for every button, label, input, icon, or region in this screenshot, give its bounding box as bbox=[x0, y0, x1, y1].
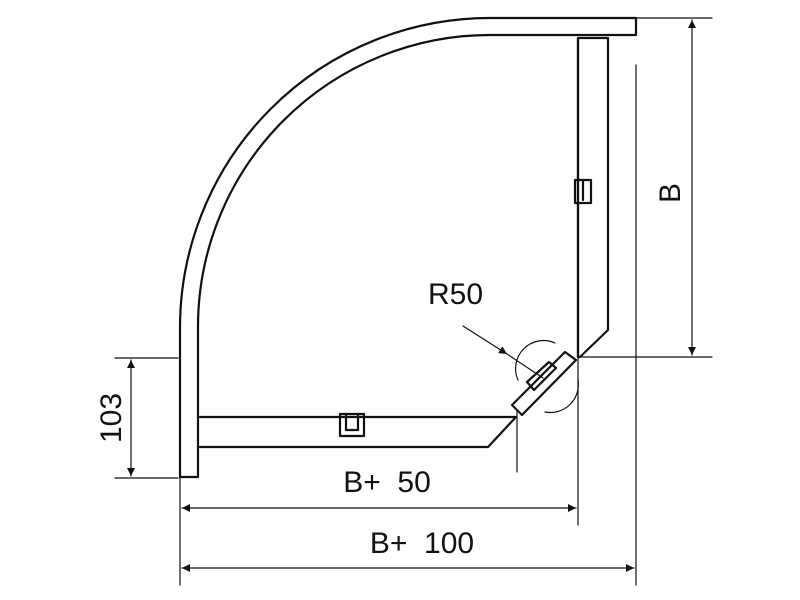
dimension-radius: R50 bbox=[428, 278, 544, 379]
dimension-b-plus-100-label: B+ 100 bbox=[370, 527, 474, 560]
inner-vertical-section bbox=[576, 36, 610, 359]
dimension-b-label: B bbox=[654, 183, 687, 203]
horizontal-clip bbox=[338, 412, 366, 438]
dimension-b: B bbox=[654, 19, 696, 356]
dimension-b-plus-50: B+ 50 bbox=[181, 466, 577, 512]
vertical-clip bbox=[573, 178, 593, 205]
dimension-radius-label: R50 bbox=[428, 278, 483, 311]
dimension-b-plus-100: B+ 100 bbox=[181, 527, 635, 572]
corner-joint-bracket bbox=[510, 339, 637, 473]
dimension-side-height-label: 103 bbox=[95, 393, 128, 443]
dimension-side-height: 103 bbox=[95, 359, 135, 477]
extension-lines bbox=[114, 17, 713, 586]
outer-curved-wall bbox=[178, 16, 638, 479]
dimension-b-plus-50-label: B+ 50 bbox=[343, 466, 431, 499]
